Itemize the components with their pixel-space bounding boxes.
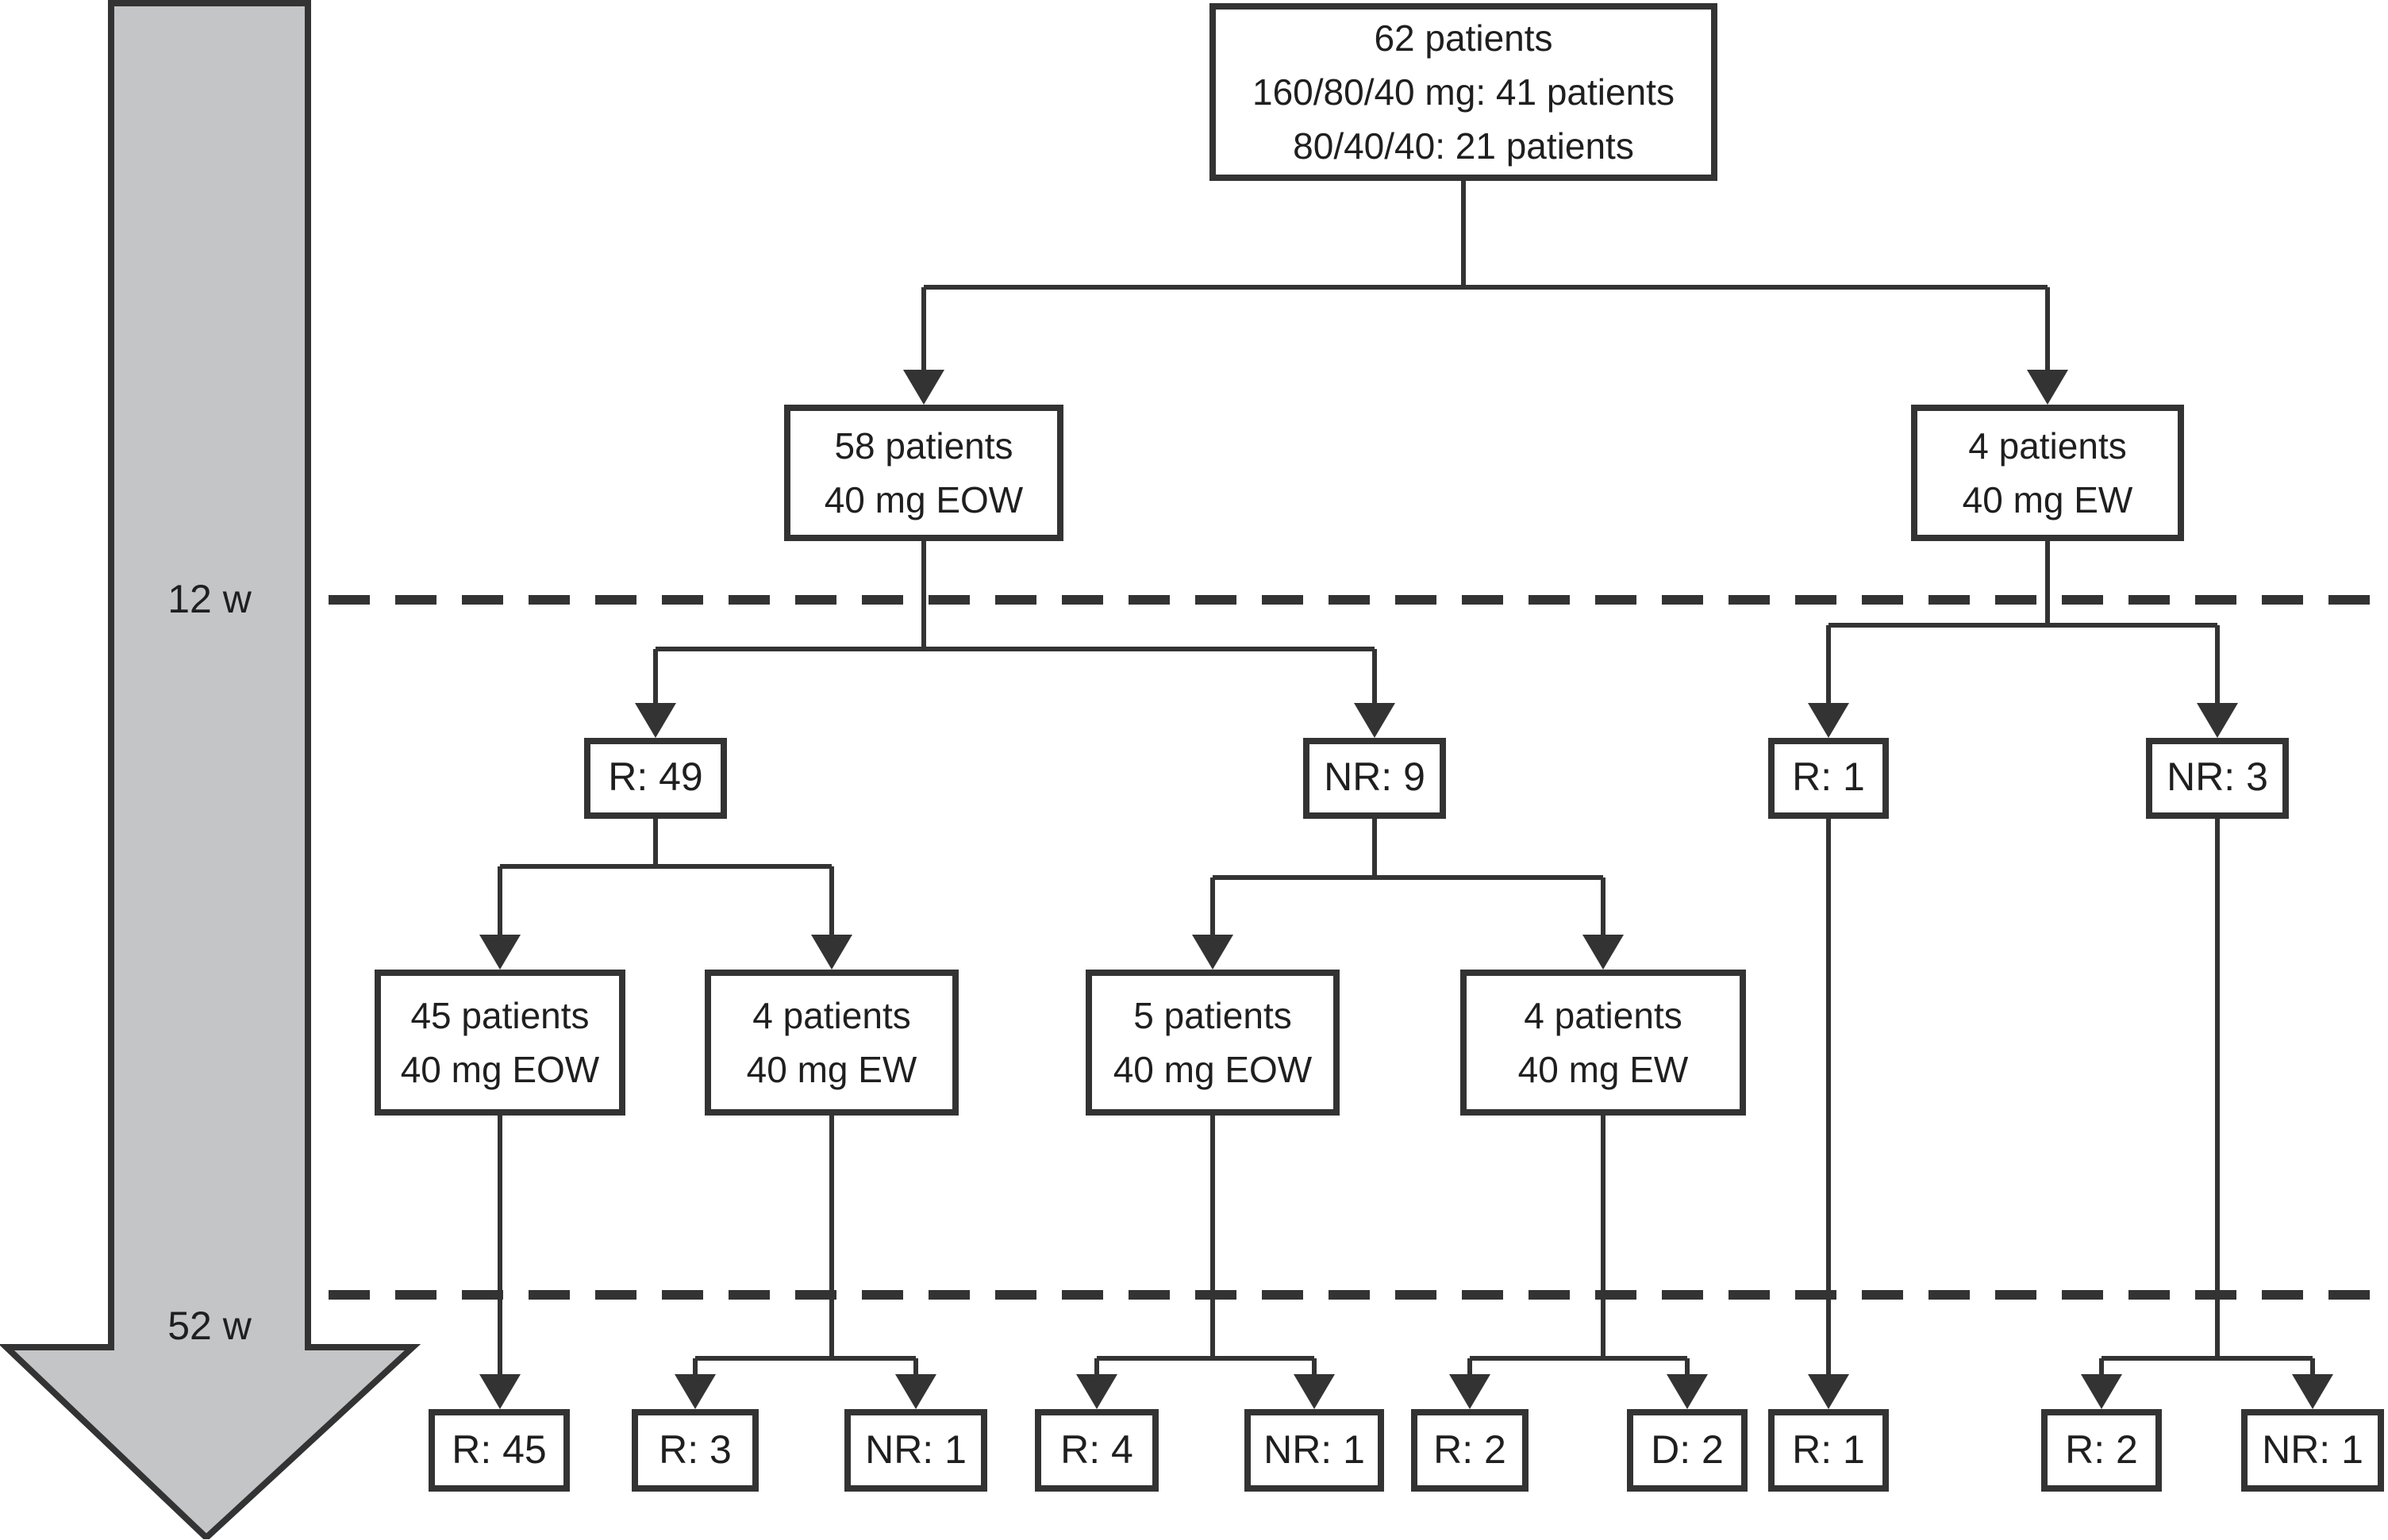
node-outcome-r2-a: R: 2	[1411, 1409, 1529, 1492]
node-text: R: 1	[1792, 755, 1865, 800]
node-text: R: 3	[659, 1427, 732, 1472]
node-text: 5 patients	[1133, 995, 1292, 1036]
node-outcome-d2: D: 2	[1627, 1409, 1748, 1492]
node-4-patients-40mg-ew-left: 4 patients 40 mg EW	[705, 970, 959, 1116]
node-root-62-patients: 62 patients 160/80/40 mg: 41 patients 80…	[1209, 3, 1717, 181]
node-text: 40 mg EOW	[1113, 1049, 1313, 1090]
timeline-label-12w: 12 w	[167, 578, 252, 622]
node-text: NR: 1	[2262, 1427, 2363, 1472]
node-text: R: 49	[608, 755, 703, 800]
node-5-patients-40mg-eow: 5 patients 40 mg EOW	[1086, 970, 1340, 1116]
timeline-down-arrow	[0, 0, 421, 1539]
node-outcome-r45: R: 45	[429, 1409, 570, 1492]
node-text: R: 1	[1792, 1427, 1865, 1472]
node-text: 58 patients	[834, 425, 1013, 467]
node-outcome-nr1-c: NR: 1	[2241, 1409, 2384, 1492]
node-text: NR: 1	[1263, 1427, 1365, 1472]
node-text: R: 4	[1060, 1427, 1133, 1472]
node-45-patients-40mg-eow: 45 patients 40 mg EOW	[375, 970, 625, 1116]
timeline-label-52w: 52 w	[167, 1304, 252, 1349]
node-text: 40 mg EOW	[400, 1049, 600, 1090]
node-58-patients-40mg-eow: 58 patients 40 mg EOW	[784, 405, 1063, 541]
node-outcome-nr1-b: NR: 1	[1244, 1409, 1384, 1492]
node-text: 4 patients	[1968, 425, 2127, 467]
node-text: R: 45	[452, 1427, 547, 1472]
connector-arrowheads	[479, 370, 2333, 1409]
node-responders-1: R: 1	[1768, 738, 1889, 819]
node-text: 4 patients	[1524, 995, 1682, 1036]
node-text: 40 mg EW	[746, 1049, 917, 1090]
connector-lines	[498, 181, 2315, 1384]
node-text: 45 patients	[410, 995, 590, 1036]
node-text: 40 mg EW	[1517, 1049, 1689, 1090]
node-text: 40 mg EOW	[824, 479, 1024, 520]
node-4-patients-40mg-ew-top: 4 patients 40 mg EW	[1911, 405, 2184, 541]
node-text: R: 2	[1433, 1427, 1506, 1472]
node-outcome-nr1-a: NR: 1	[844, 1409, 987, 1492]
node-text: 40 mg EW	[1962, 479, 2133, 520]
node-text: R: 2	[2065, 1427, 2138, 1472]
node-text: 4 patients	[752, 995, 911, 1036]
node-text: 62 patients	[1374, 17, 1553, 59]
node-nonresponders-9: NR: 9	[1303, 738, 1446, 819]
node-text: NR: 9	[1324, 755, 1425, 800]
node-outcome-r2-b: R: 2	[2041, 1409, 2162, 1492]
node-responders-49: R: 49	[584, 738, 727, 819]
node-text: NR: 1	[865, 1427, 967, 1472]
node-4-patients-40mg-ew-mid: 4 patients 40 mg EW	[1460, 970, 1746, 1116]
node-outcome-r3: R: 3	[632, 1409, 759, 1492]
node-text: D: 2	[1651, 1427, 1724, 1472]
node-text: 80/40/40: 21 patients	[1293, 125, 1634, 167]
node-nonresponders-3: NR: 3	[2146, 738, 2289, 819]
node-outcome-r1: R: 1	[1768, 1409, 1889, 1492]
node-text: NR: 3	[2167, 755, 2268, 800]
node-outcome-r4: R: 4	[1035, 1409, 1159, 1492]
node-text: 160/80/40 mg: 41 patients	[1252, 71, 1675, 113]
